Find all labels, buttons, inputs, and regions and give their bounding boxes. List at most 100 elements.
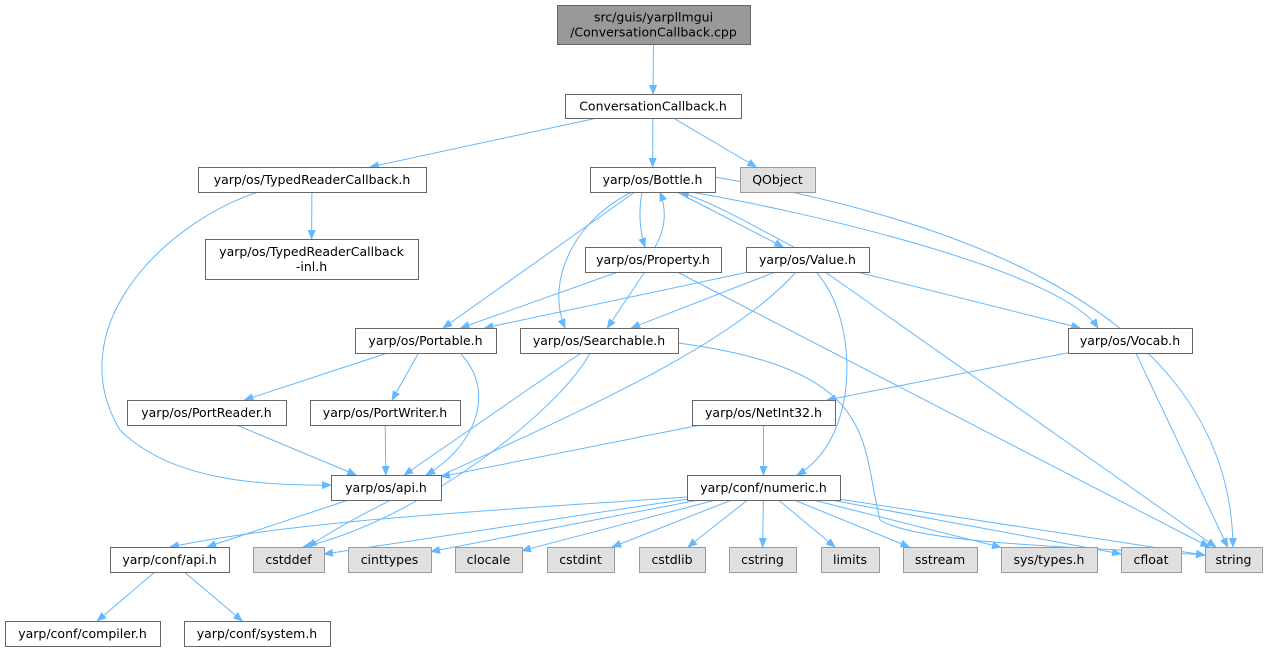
node-label: cstdint: [559, 552, 602, 567]
node-label: yarp/os/api.h: [345, 480, 427, 495]
node-portwriter[interactable]: yarp/os/PortWriter.h: [310, 400, 461, 426]
node-sstream[interactable]: sstream: [903, 547, 978, 573]
node-compiler[interactable]: yarp/conf/compiler.h: [5, 621, 161, 647]
node-box[interactable]: [1001, 547, 1098, 573]
node-vocab[interactable]: yarp/os/Vocab.h: [1068, 328, 1193, 354]
node-box[interactable]: [127, 400, 287, 426]
edge-bottle-searchable: [557, 191, 633, 329]
edge-portwriter-osapi: [381, 424, 390, 476]
node-value[interactable]: yarp/os/Value.h: [746, 247, 870, 273]
node-box[interactable]: [1068, 328, 1193, 354]
nodes-layer: src/guis/yarpllmgui/ConversationCallback…: [5, 5, 1263, 647]
edge-bottle-portable: [442, 191, 636, 329]
node-box[interactable]: [740, 167, 816, 193]
edge-numeric-cinttypes: [430, 499, 699, 554]
node-box[interactable]: [1121, 547, 1182, 573]
node-box[interactable]: [585, 247, 722, 273]
node-box[interactable]: [355, 328, 497, 354]
edge-searchable-string: [677, 342, 1206, 559]
node-box[interactable]: [5, 621, 161, 647]
edge-numeric-clocale: [521, 499, 716, 553]
node-box[interactable]: [692, 400, 836, 426]
edge-numeric-string: [839, 498, 1206, 558]
node-box[interactable]: [310, 400, 461, 426]
node-label: string: [1216, 552, 1252, 567]
node-box[interactable]: [184, 621, 331, 647]
node-cinttypes[interactable]: cinttypes: [348, 547, 432, 573]
node-box[interactable]: [198, 167, 427, 193]
node-box[interactable]: [729, 547, 797, 573]
edge-numeric-cstdint: [611, 499, 732, 548]
node-box[interactable]: [547, 547, 615, 573]
node-portable[interactable]: yarp/os/Portable.h: [355, 328, 497, 354]
node-box[interactable]: [1205, 547, 1263, 573]
node-label: clocale: [467, 552, 511, 567]
node-clocale[interactable]: clocale: [455, 547, 523, 573]
node-label: cstring: [741, 552, 784, 567]
node-box[interactable]: [590, 167, 716, 193]
node-cfloat[interactable]: cfloat: [1121, 547, 1182, 573]
node-osapi[interactable]: yarp/os/api.h: [331, 475, 442, 501]
node-label: ConversationCallback.h: [579, 99, 727, 114]
node-root[interactable]: src/guis/yarpllmgui/ConversationCallback…: [557, 5, 751, 45]
edge-value-string: [825, 271, 1217, 548]
node-box[interactable]: [110, 547, 230, 573]
edge-convcb-typedreadercb: [369, 117, 598, 170]
node-bottle[interactable]: yarp/os/Bottle.h: [590, 167, 716, 193]
edge-numeric-sstream: [793, 499, 911, 548]
node-confapi[interactable]: yarp/conf/api.h: [110, 547, 230, 573]
edge-numeric-cstddef: [323, 498, 688, 557]
edge-confapi-system: [183, 571, 243, 622]
node-limits[interactable]: limits: [821, 547, 880, 573]
node-label: yarp/os/Portable.h: [368, 333, 482, 348]
node-numeric[interactable]: yarp/conf/numeric.h: [687, 475, 841, 501]
node-label: cstdlib: [651, 552, 692, 567]
node-box[interactable]: [205, 239, 419, 280]
node-box[interactable]: [455, 547, 523, 573]
node-netint32[interactable]: yarp/os/NetInt32.h: [692, 400, 836, 426]
node-label: yarp/os/TypedReaderCallback: [219, 244, 404, 259]
node-systypes[interactable]: sys/types.h: [1001, 547, 1098, 573]
edge-numeric-systypes: [812, 499, 1002, 550]
node-cstring[interactable]: cstring: [729, 547, 797, 573]
node-box[interactable]: [687, 475, 841, 501]
edge-searchable-cstddef: [302, 352, 591, 549]
node-label: yarp/os/TypedReaderCallback.h: [214, 172, 411, 187]
node-box[interactable]: [331, 475, 442, 501]
node-typedreadercbinl[interactable]: yarp/os/TypedReaderCallback-inl.h: [205, 239, 419, 280]
node-box[interactable]: [348, 547, 432, 573]
node-box[interactable]: [520, 328, 679, 354]
node-typedreadercb[interactable]: yarp/os/TypedReaderCallback.h: [198, 167, 427, 193]
node-portreader[interactable]: yarp/os/PortReader.h: [127, 400, 287, 426]
edge-property-string: [676, 271, 1211, 548]
edge-value-searchable: [630, 271, 776, 329]
edge-portreader-osapi: [236, 424, 358, 476]
node-cstdlib[interactable]: cstdlib: [639, 547, 706, 573]
node-box[interactable]: [253, 547, 325, 573]
node-label: cfloat: [1134, 552, 1169, 567]
edge-numeric-cfloat: [830, 499, 1122, 557]
node-convcb[interactable]: ConversationCallback.h: [565, 94, 742, 119]
node-property[interactable]: yarp/os/Property.h: [585, 247, 722, 273]
node-box[interactable]: [903, 547, 978, 573]
node-system[interactable]: yarp/conf/system.h: [184, 621, 331, 647]
node-cstddef[interactable]: cstddef: [253, 547, 325, 573]
edge-property-searchable: [606, 271, 646, 329]
edge-value-numeric: [796, 271, 848, 476]
edge-numeric-confapi: [169, 496, 688, 550]
node-box[interactable]: [565, 94, 742, 119]
node-label: yarp/os/Vocab.h: [1080, 333, 1180, 348]
node-qobject[interactable]: QObject: [740, 167, 816, 193]
edge-numeric-cstdlib: [687, 499, 748, 548]
node-box[interactable]: [639, 547, 706, 573]
node-cstdint[interactable]: cstdint: [547, 547, 615, 573]
node-label: yarp/os/PortWriter.h: [323, 405, 447, 420]
edge-typedreadercb-osapi: [101, 191, 332, 490]
node-box[interactable]: [557, 5, 751, 45]
node-label: yarp/conf/api.h: [122, 552, 216, 567]
node-string[interactable]: string: [1205, 547, 1263, 573]
node-searchable[interactable]: yarp/os/Searchable.h: [520, 328, 679, 354]
node-box[interactable]: [746, 247, 870, 273]
node-box[interactable]: [821, 547, 880, 573]
